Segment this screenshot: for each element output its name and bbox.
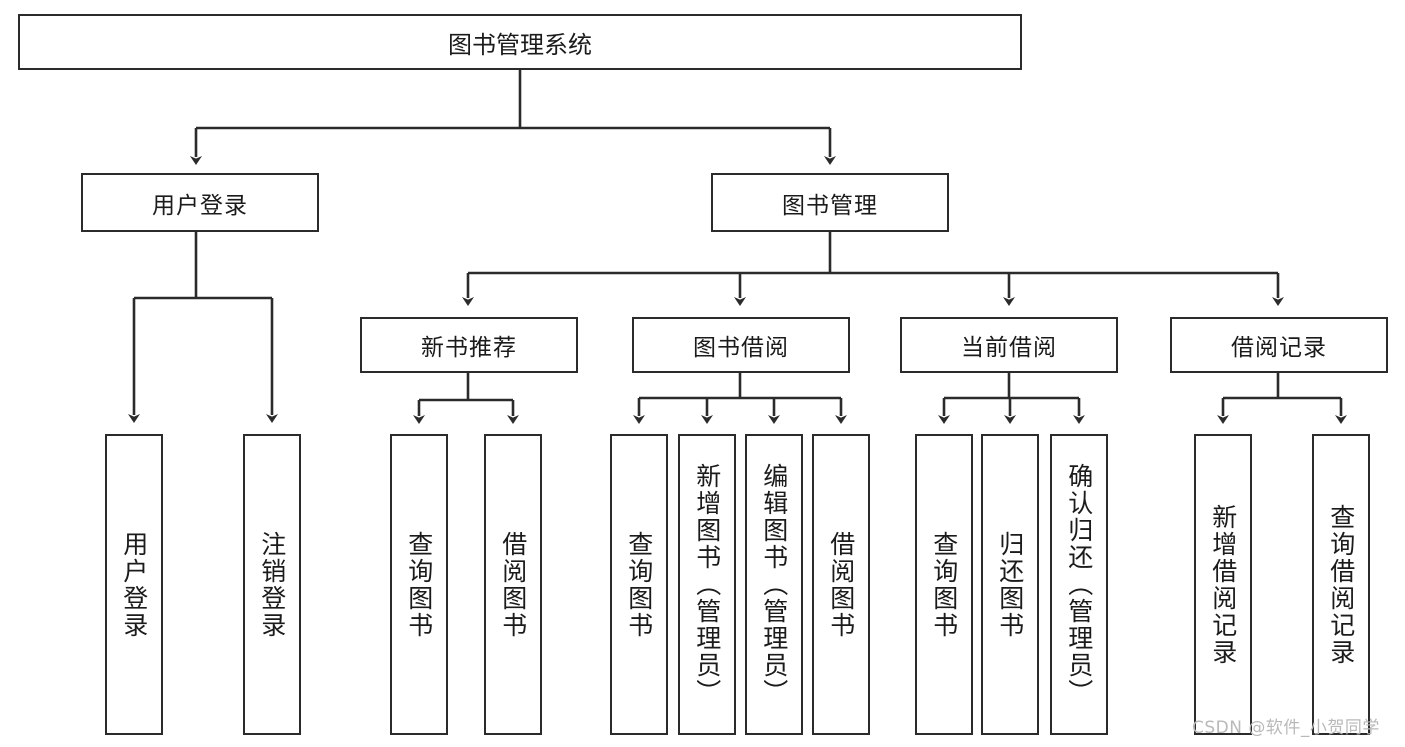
leaf-current-confirm-return-admin[interactable]: 确认归还（管理员） [1050,434,1108,735]
node-label: 图书借阅 [693,335,789,361]
leaf-recommend-borrow-book[interactable]: 借阅图书 [484,434,542,735]
leaf-user-login-signout[interactable]: 注销登录 [243,434,301,735]
node-book-management[interactable]: 图书管理 [711,173,949,232]
node-new-book-recommend[interactable]: 新书推荐 [360,317,578,373]
leaf-borrow-add-book-admin[interactable]: 新增图书（管理员） [678,434,736,735]
leaf-borrow-query-book[interactable]: 查询图书 [610,434,668,735]
node-label: 用户登录 [152,192,248,219]
leaf-label: 注销登录 [257,530,287,639]
node-label: 借阅记录 [1231,335,1327,361]
leaf-current-return-book[interactable]: 归还图书 [981,434,1039,735]
node-label: 当前借阅 [961,335,1057,361]
leaf-borrow-borrow-book[interactable]: 借阅图书 [812,434,870,735]
leaf-label: 编辑图书（管理员） [759,463,789,706]
leaf-label: 借阅图书 [826,530,856,639]
leaf-label: 查询图书 [929,530,959,639]
node-user-login[interactable]: 用户登录 [81,173,319,232]
leaf-recommend-query-book[interactable]: 查询图书 [390,434,448,735]
leaf-label: 确认归还（管理员） [1064,463,1094,706]
leaf-label: 归还图书 [995,530,1025,639]
node-root-system[interactable]: 图书管理系统 [18,14,1022,70]
leaf-label: 用户登录 [119,530,149,639]
leaf-user-login-signin[interactable]: 用户登录 [105,434,163,735]
node-book-borrow[interactable]: 图书借阅 [632,317,850,373]
leaf-label: 查询图书 [404,530,434,639]
leaf-record-query-record[interactable]: 查询借阅记录 [1312,434,1370,735]
leaf-current-query-book[interactable]: 查询图书 [915,434,973,735]
watermark-text: CSDN @软件_小贺同学 [1192,718,1380,738]
leaf-label: 借阅图书 [498,530,528,639]
leaf-label: 新增借阅记录 [1208,503,1238,666]
leaf-label: 查询图书 [624,530,654,639]
node-borrow-record[interactable]: 借阅记录 [1170,317,1388,373]
leaf-label: 查询借阅记录 [1326,503,1356,666]
leaf-record-add-record[interactable]: 新增借阅记录 [1194,434,1252,735]
node-label: 新书推荐 [421,335,517,361]
node-label: 图书管理 [782,192,878,219]
node-current-borrow[interactable]: 当前借阅 [900,317,1118,373]
leaf-label: 新增图书（管理员） [692,463,722,706]
node-label: 图书管理系统 [448,30,592,59]
leaf-borrow-edit-book-admin[interactable]: 编辑图书（管理员） [745,434,803,735]
